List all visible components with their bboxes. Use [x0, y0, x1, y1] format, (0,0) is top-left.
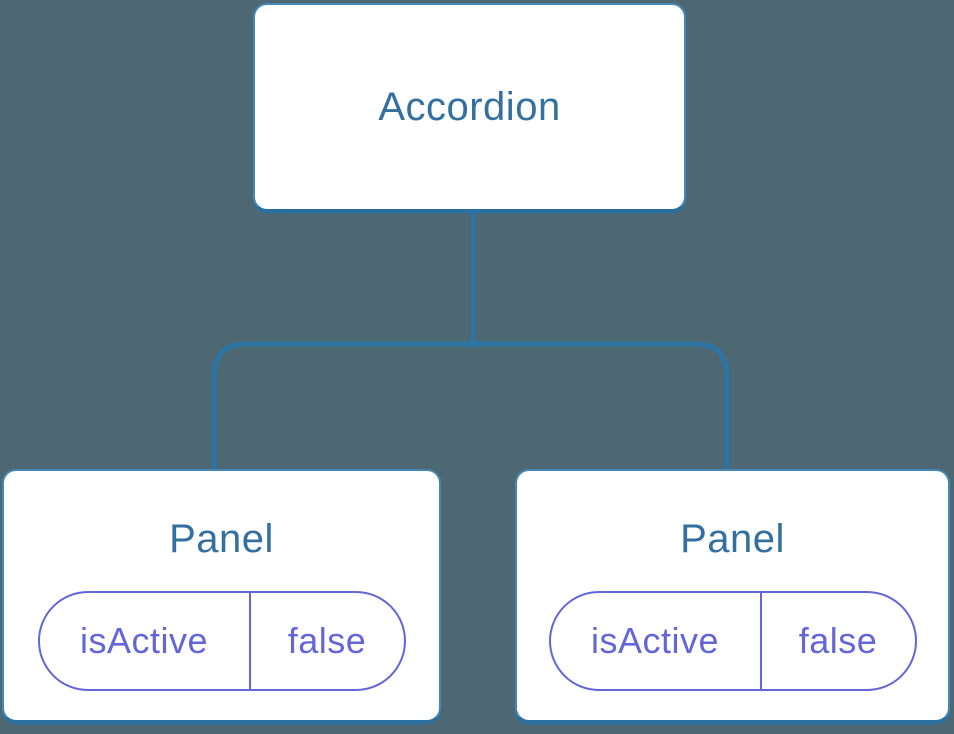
state-pill: isActive false	[37, 591, 406, 691]
state-key-cell: isActive	[551, 593, 762, 689]
component-node-accordion: Accordion	[253, 3, 686, 211]
state-value-cell: false	[251, 593, 404, 689]
state-pill: isActive false	[548, 591, 917, 691]
connector-bracket	[211, 341, 730, 470]
accordion-node-label: Accordion	[378, 84, 561, 129]
state-key-label: isActive	[80, 620, 209, 661]
panel-node-label: Panel	[680, 517, 785, 561]
component-node-panel-right: Panel isActive false	[515, 469, 950, 722]
state-key-cell: isActive	[40, 593, 251, 689]
panel-node-label: Panel	[169, 517, 274, 561]
state-value-label: false	[287, 620, 367, 661]
component-node-panel-left: Panel isActive false	[2, 469, 441, 722]
state-value-cell: false	[762, 593, 915, 689]
state-key-label: isActive	[591, 620, 720, 661]
state-value-label: false	[798, 620, 878, 661]
